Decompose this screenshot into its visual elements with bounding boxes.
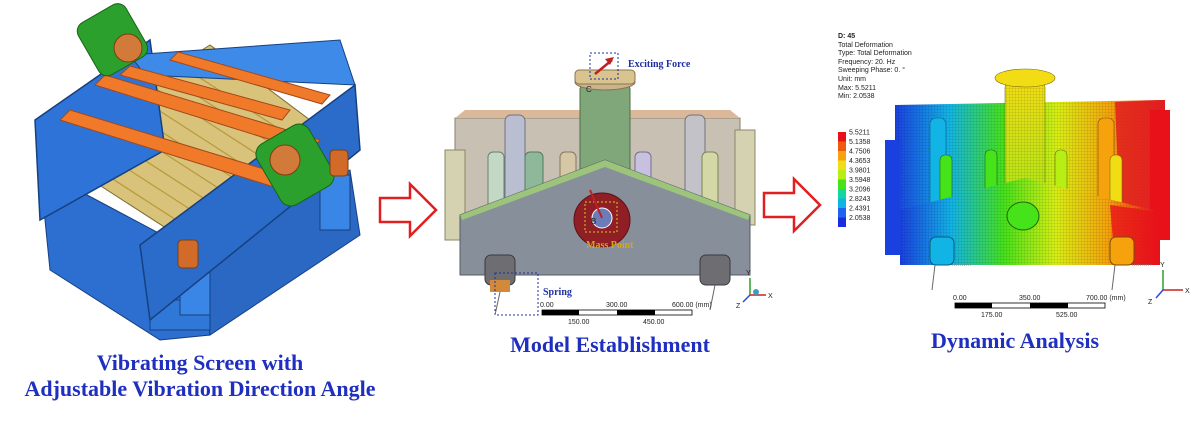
legend-value: 5.5211: [849, 130, 870, 137]
analysis-caption: Dynamic Analysis: [930, 328, 1100, 353]
model-scale-tick-600: 600.00 (mm): [672, 302, 712, 309]
model-scale-bar: 0.00 300.00 600.00 (mm) 150.00 450.00: [540, 302, 712, 326]
flow-arrow-2: [762, 175, 822, 235]
legend-swatch: [838, 141, 846, 151]
analysis-axis-triad: Y X Z: [1148, 262, 1190, 306]
legend-swatch: [838, 170, 846, 180]
analysis-axis-x: X: [1185, 288, 1190, 295]
model-scale-tick-0: 0.00: [540, 302, 554, 309]
analysis-info-line: Frequency: 20. Hz: [838, 58, 896, 66]
model-illustration: Exciting Force Mass Point Spring B C 0.0…: [444, 52, 773, 326]
analysis-info-line: Unit: mm: [838, 75, 866, 83]
legend-value: 2.8243: [849, 196, 871, 203]
legend-swatch: [838, 208, 846, 218]
legend-swatch: [838, 160, 846, 170]
screen-caption-line2: Adjustable Vibration Direction Angle: [24, 376, 376, 402]
legend-value: 2.4391: [849, 206, 871, 213]
legend-value: 3.9801: [849, 168, 871, 175]
legend-value: 3.5948: [849, 177, 871, 184]
model-scale-tick-300: 300.00: [606, 302, 628, 309]
vibrating-screen-illustration: [34, 3, 361, 341]
legend-swatch: [838, 179, 846, 189]
legend-value: 5.1358: [849, 139, 871, 146]
model-axis-triad: Y X Z: [736, 270, 773, 310]
analysis-info-line: Type: Total Deformation: [838, 50, 912, 58]
mass-point-label: Mass Point: [586, 240, 634, 251]
analysis-scale-tick-175: 175.00: [981, 312, 1003, 319]
screen-caption-line1: Vibrating Screen with: [96, 350, 304, 375]
analysis-info-line: Max: 5.5211: [838, 84, 877, 92]
legend-value: 4.7506: [849, 149, 871, 156]
analysis-scale-tick-700: 700.00 (mm): [1086, 295, 1126, 302]
legend-swatch: [838, 151, 846, 161]
analysis-scale-bar: 0.00 350.00 700.00 (mm) 175.00 525.00: [953, 295, 1126, 319]
model-axis-z: Z: [736, 303, 741, 310]
model-axis-y: Y: [746, 270, 751, 277]
analysis-info-line: Total Deformation: [838, 41, 893, 49]
point-b-label: B: [591, 217, 596, 226]
legend-swatch: [838, 198, 846, 208]
analysis-info: D: 45 Total Deformation Type: Total Defo…: [838, 33, 912, 102]
analysis-scale-tick-350: 350.00: [1019, 295, 1041, 302]
legend-value: 2.0538: [849, 215, 871, 222]
legend-swatch: [838, 189, 846, 199]
legend-swatch: [838, 132, 846, 142]
model-scale-tick-450: 450.00: [643, 319, 665, 326]
analysis-info-line: Min: 2.0538: [838, 93, 875, 101]
legend-value: 3.2096: [849, 187, 871, 194]
analysis-illustration: 0.00 350.00 700.00 (mm) 175.00 525.00 Y …: [885, 68, 1190, 319]
screen-caption: Vibrating Screen with Adjustable Vibrati…: [0, 350, 400, 403]
exciting-force-label: Exciting Force: [628, 59, 691, 70]
legend-value: 4.3653: [849, 158, 871, 165]
analysis-info-line: Sweeping Phase: 0. °: [838, 67, 906, 75]
spring-label: Spring: [543, 287, 572, 298]
model-scale-tick-150: 150.00: [568, 319, 590, 326]
model-axis-x: X: [768, 293, 773, 300]
analysis-axis-y: Y: [1160, 262, 1165, 269]
flow-arrow-1: [378, 180, 438, 240]
legend-swatch: [838, 217, 846, 227]
point-c-label: C: [586, 85, 592, 94]
color-legend: 5.5211 5.1358 4.7506 4.3653 3.9801 3.5948 3.20…: [838, 130, 871, 227]
model-caption: Model Establishment: [510, 332, 710, 357]
analysis-info-line: D: 45: [838, 33, 856, 40]
analysis-scale-tick-0: 0.00: [953, 295, 967, 302]
analysis-scale-tick-525: 525.00: [1056, 312, 1078, 319]
analysis-axis-z: Z: [1148, 299, 1153, 306]
